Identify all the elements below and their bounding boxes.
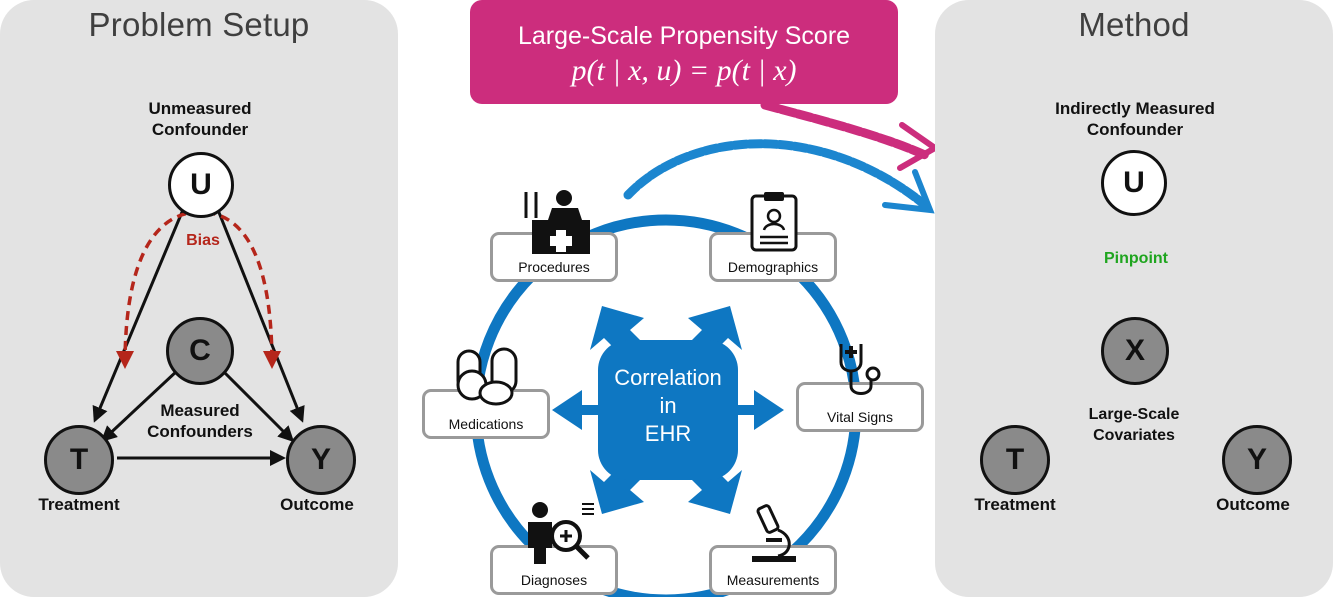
clipboard-icon xyxy=(750,192,798,252)
edge-u-t xyxy=(92,204,187,423)
edge-c-t xyxy=(100,368,180,443)
card-medications: Medications xyxy=(422,389,550,439)
node-c: C xyxy=(166,317,234,385)
pink-scribble-arrow xyxy=(760,100,930,160)
node-t-right: T xyxy=(980,425,1050,495)
method-title: Method xyxy=(1078,6,1190,43)
banner-formula: p(t | x, u) = p(t | x) xyxy=(571,54,797,87)
blue-scribble-head xyxy=(882,169,935,214)
node-x: X xyxy=(1101,317,1169,385)
card-diagnoses: Diagnoses xyxy=(490,545,618,595)
correlation-in-ehr-box: Correlation in EHR xyxy=(598,340,738,480)
card-vital-signs: Vital Signs xyxy=(796,382,924,432)
outcome-label: Outcome xyxy=(280,495,354,514)
propensity-score-banner: Large-Scale Propensity Score p(t | x, u)… xyxy=(470,0,898,104)
banner-title: Large-Scale Propensity Score xyxy=(517,22,851,50)
node-u: U xyxy=(168,152,234,218)
treatment-label: Treatment xyxy=(38,495,120,514)
blue-scribble-arrow xyxy=(623,139,930,210)
diagnosis-icon xyxy=(528,502,594,564)
surgery-icon xyxy=(524,190,590,254)
stethoscope-icon xyxy=(839,344,881,395)
problem-setup-title: Problem Setup xyxy=(88,6,310,43)
card-procedures: Procedures xyxy=(490,232,618,282)
node-t: T xyxy=(44,425,114,495)
edge-c-y xyxy=(220,368,295,443)
outcome-label-right: Outcome xyxy=(1216,495,1290,514)
node-y-right: Y xyxy=(1222,425,1292,495)
treatment-label-right: Treatment xyxy=(974,495,1056,514)
method-panel: Method xyxy=(935,0,1333,597)
problem-setup-panel: Problem Setup xyxy=(0,0,398,597)
pinpoint-label: Pinpoint xyxy=(1104,250,1168,267)
microscope-icon xyxy=(752,504,796,562)
node-y: Y xyxy=(286,425,356,495)
pills-icon xyxy=(456,347,518,406)
card-measurements: Measurements xyxy=(709,545,837,595)
node-u-right: U xyxy=(1101,150,1167,216)
edge-u-y xyxy=(214,204,305,423)
bias-label: Bias xyxy=(186,232,220,249)
